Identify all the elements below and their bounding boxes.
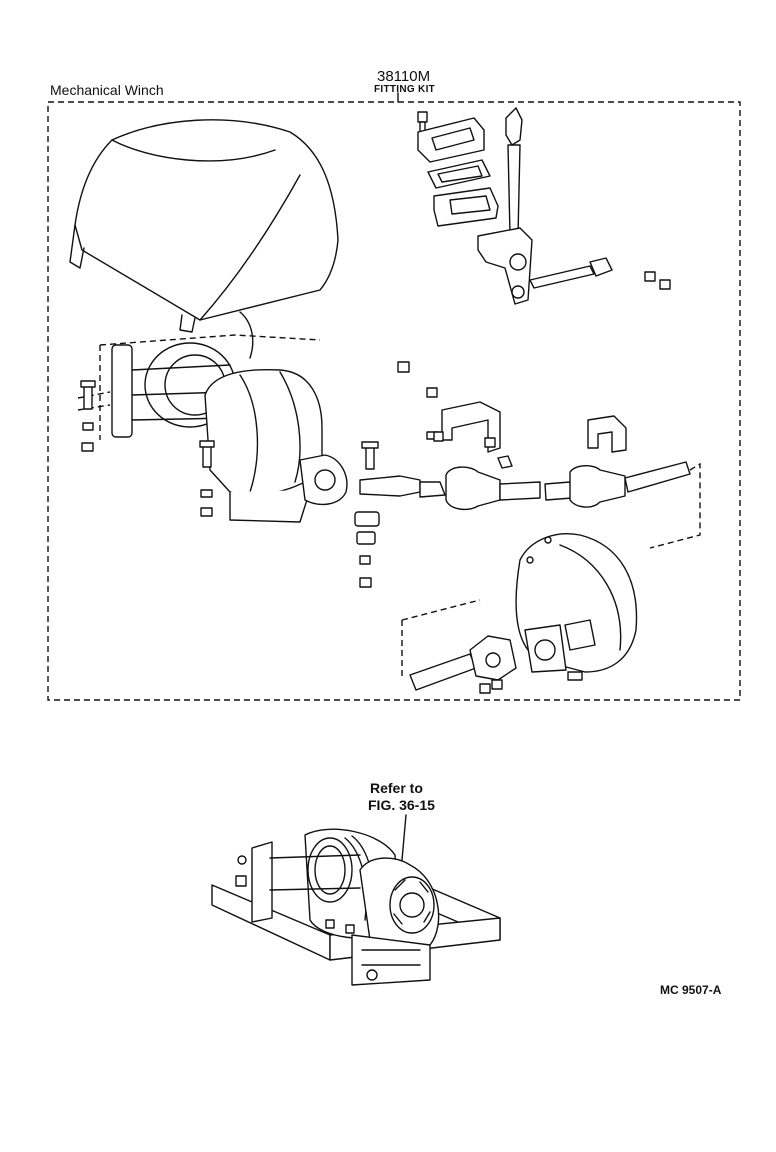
- kit-boundary-dashed: [47, 101, 741, 701]
- winch-assembly: [77, 334, 348, 523]
- drawing-code-label: MC 9507-A: [660, 983, 722, 997]
- mounting-brackets: [354, 361, 627, 588]
- control-lever-assembly: [417, 107, 671, 305]
- reference-winch-assembly: [211, 814, 501, 986]
- winch-cover: [69, 119, 339, 359]
- reference-note-line2: FIG. 36-15: [368, 797, 435, 813]
- part-number-label: 38110M: [377, 68, 431, 85]
- fitting-kit-label: FITTING KIT: [374, 84, 436, 95]
- diagram-title: Mechanical Winch: [50, 82, 164, 98]
- transfer-pto-assembly: [401, 533, 638, 694]
- drive-shaft: [359, 461, 701, 549]
- winch-side-fasteners: [80, 380, 379, 517]
- reference-note-line1: Refer to: [370, 780, 423, 796]
